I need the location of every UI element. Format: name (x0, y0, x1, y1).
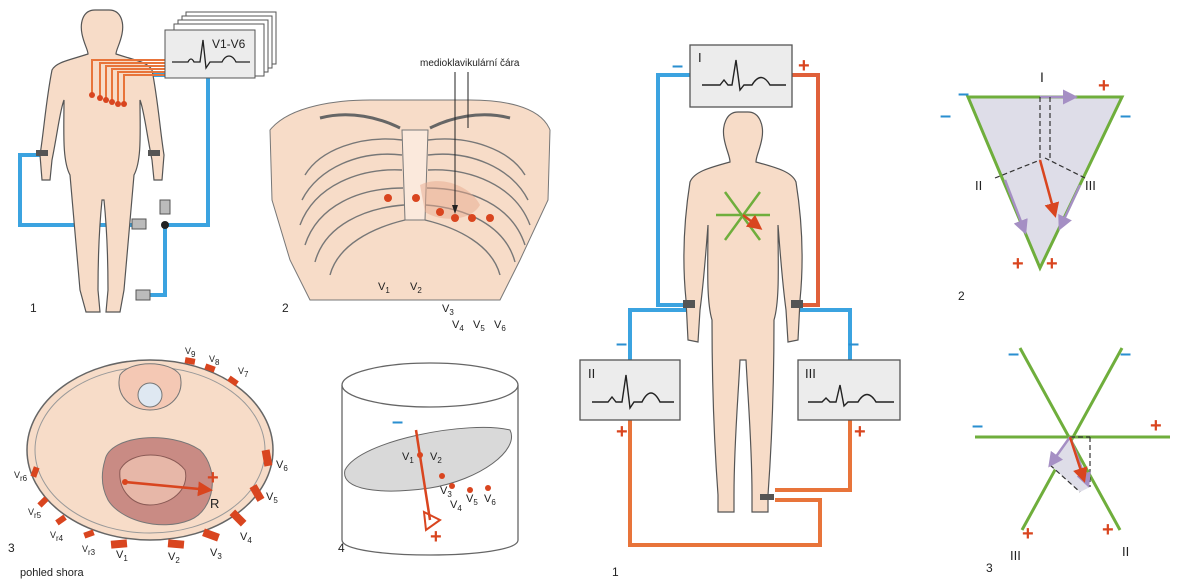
plus-sign: + (1022, 523, 1034, 545)
left-fig3: R + V6 V5 V4 V3 V2 V1 Vr3 Vr4 Vr5 (8, 346, 288, 579)
orange-wire-lead-III (775, 420, 850, 490)
svg-text:III: III (1010, 548, 1021, 563)
svg-text:V7: V7 (238, 366, 249, 379)
figure-number: 3 (986, 561, 993, 575)
svg-text:Vr5: Vr5 (28, 507, 42, 520)
figure-number: 2 (282, 301, 289, 315)
svg-text:V6: V6 (276, 459, 288, 473)
body-outline (684, 112, 802, 512)
minus-sign: – (958, 83, 969, 105)
plus-sign: + (1098, 75, 1110, 97)
svg-text:V5: V5 (473, 319, 485, 333)
plus-sign: + (1046, 253, 1058, 275)
figure-number: 4 (338, 541, 345, 555)
minus-sign: – (672, 55, 683, 77)
minus-sign: – (940, 105, 951, 127)
minus-sign: – (1120, 343, 1131, 365)
left-fig4: – + V1 V2 V3 V4 V5 V6 4 (338, 363, 518, 555)
monitor-stack: V1-V6 (165, 12, 276, 78)
blue-wire-lead-III (795, 310, 850, 360)
plus-sign: + (1012, 253, 1024, 275)
wire-clip (136, 290, 150, 300)
plus-sign: + (1102, 519, 1114, 541)
wire-clip (160, 200, 170, 214)
figure-number: 2 (958, 289, 965, 303)
svg-text:I: I (698, 50, 702, 65)
svg-text:V2: V2 (168, 551, 180, 565)
minus-sign: – (392, 411, 403, 433)
svg-text:V5: V5 (266, 491, 278, 505)
svg-text:II: II (588, 366, 595, 381)
svg-text:V4: V4 (240, 531, 252, 545)
svg-text:III: III (805, 366, 816, 381)
wire-junction (161, 221, 169, 229)
caption: pohled shora (20, 567, 84, 579)
r-label: R (210, 496, 219, 511)
svg-text:V3: V3 (210, 547, 222, 561)
svg-text:V4: V4 (450, 499, 462, 513)
svg-text:III: III (1085, 178, 1096, 193)
svg-text:V9: V9 (185, 346, 196, 359)
monitor-lead-I: I (690, 45, 792, 107)
svg-text:Vr4: Vr4 (50, 530, 64, 543)
wrist-band-right (36, 150, 48, 156)
svg-text:V6: V6 (484, 493, 496, 507)
right-fig3: – – – + + + III II 3 (972, 343, 1170, 575)
wrist-band-left (148, 150, 160, 156)
figure-number: 1 (30, 301, 37, 315)
right-fig2: I II III – – – + + + 2 (940, 69, 1131, 303)
left-fig1: V1-V6 1 (20, 10, 276, 315)
svg-text:Vr6: Vr6 (14, 470, 28, 483)
left-fig2: medioklavikulární čára V1 V2 V3 V4 V5 V6… (270, 58, 550, 333)
svg-text:II: II (1122, 544, 1129, 559)
plus-sign: + (616, 421, 628, 443)
svg-text:V3: V3 (442, 303, 454, 317)
plus-sign: + (798, 55, 810, 77)
svg-text:I: I (1040, 69, 1044, 85)
midclavicular-label: medioklavikulární čára (420, 58, 520, 69)
minus-sign: – (972, 415, 983, 437)
right-fig1: I – + II – + III – + 1 (580, 45, 900, 579)
plus-sign: + (207, 467, 219, 489)
svg-text:V4: V4 (452, 319, 464, 333)
minus-sign: – (616, 333, 627, 355)
svg-text:V1: V1 (116, 549, 128, 563)
figure-number: 3 (8, 541, 15, 555)
monitor-label: V1-V6 (212, 37, 246, 51)
minus-sign: – (1120, 105, 1131, 127)
plus-sign: + (854, 421, 866, 443)
wire-clip (132, 219, 146, 229)
blue-wire-lead-II (630, 310, 688, 360)
monitor-lead-II: II (580, 360, 680, 420)
figure-number: 1 (612, 565, 619, 579)
svg-text:V5: V5 (466, 493, 478, 507)
minus-sign: – (1008, 343, 1019, 365)
plus-sign: + (1150, 415, 1162, 437)
minus-sign: – (848, 333, 859, 355)
body-outline (40, 10, 164, 312)
svg-text:II: II (975, 178, 982, 193)
monitor-lead-III: III (798, 360, 900, 420)
plus-sign: + (430, 526, 442, 548)
svg-text:V6: V6 (494, 319, 506, 333)
svg-text:Vr3: Vr3 (82, 544, 96, 557)
